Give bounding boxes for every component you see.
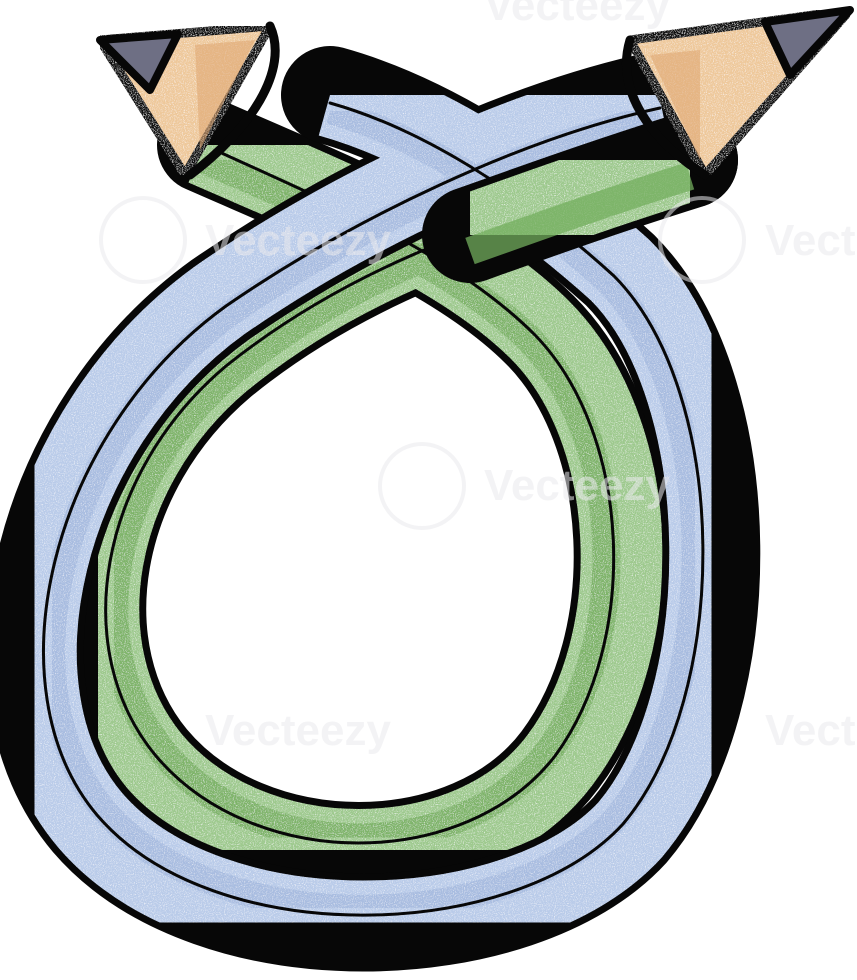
watermark-logo [99,196,746,530]
blue-pencil-wood-shade [650,50,700,160]
blue-pencil-collar [622,35,710,180]
watermark-text: Vecteezy [484,461,670,510]
watermark-text: Vecteezy [205,216,391,265]
blue-pencil-graphite [761,6,854,79]
green-pencil-collar [185,21,280,180]
green-pencil-wood-shade [195,40,255,150]
green-pencil-shade [100,147,694,852]
blue-pencil-body [0,54,754,965]
watermark-text: Vecteezy [765,216,857,265]
green-pencil-ridge [104,148,692,845]
blue-pencil-shade [39,98,708,921]
blue-pencil-tip [622,5,855,180]
green-pencil-graphite [96,30,182,94]
blue-pencil [0,46,761,972]
watermark-text: Vecteezy [205,706,391,755]
green-pencil-tip [95,21,280,180]
watermark-text: Vecteezy [765,706,857,755]
watermark-text: Vecteezy [484,0,670,30]
watermark: Vecteezy Vecteezy Vecteezy Vecteezy Vect… [99,0,857,755]
green-pencil-front-segment [422,112,738,283]
blue-pencil-ridge [42,101,705,917]
